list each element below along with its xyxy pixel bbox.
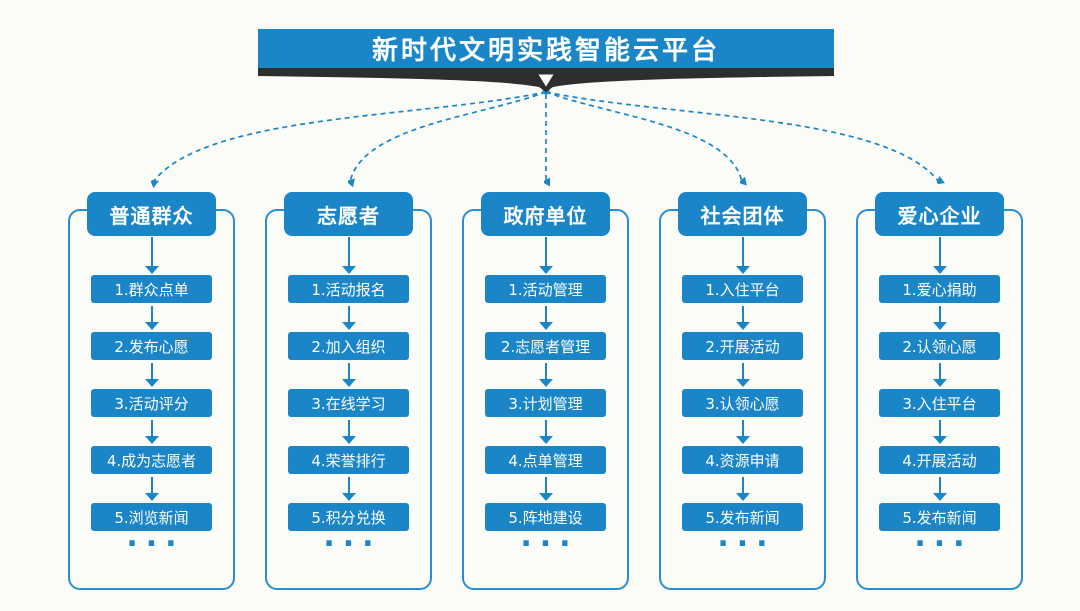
down-arrow-icon — [538, 363, 553, 387]
flow-step: 5.发布新闻 — [682, 503, 803, 531]
flow-step: 1.活动报名 — [288, 275, 409, 303]
flow-step: 4.开展活动 — [879, 446, 1000, 474]
flow-step: 4.点单管理 — [485, 446, 606, 474]
flow-step: 2.志愿者管理 — [485, 332, 606, 360]
down-arrow-icon — [538, 420, 553, 444]
dashed-connector-col4 — [545, 91, 742, 182]
column-header: 爱心企业 — [875, 192, 1004, 236]
role-column-government: 政府单位 1.活动管理 2.志愿者管理 3.计划管理 4.点单管理 5.阵地建设… — [447, 192, 644, 592]
dashed-connector-col2 — [350, 91, 547, 182]
column-header: 政府单位 — [481, 192, 610, 236]
ellipsis-more: ... — [717, 519, 776, 554]
flow-step: 2.认领心愿 — [879, 332, 1000, 360]
down-arrow-icon — [341, 477, 356, 501]
platform-title-banner: 新时代文明实践智能云平台 — [258, 29, 834, 68]
column-header: 志愿者 — [284, 192, 413, 236]
role-column-volunteer: 志愿者 1.活动报名 2.加入组织 3.在线学习 4.荣誉排行 5.积分兑换 .… — [250, 192, 447, 592]
ellipsis-more: ... — [520, 519, 579, 554]
flow-step: 5.发布新闻 — [879, 503, 1000, 531]
flow-step: 4.成为志愿者 — [91, 446, 212, 474]
role-column-ordinary-public: 普通群众 1.群众点单 2.发布心愿 3.活动评分 4.成为志愿者 5.浏览新闻… — [53, 192, 250, 592]
flow-step: 4.资源申请 — [682, 446, 803, 474]
down-arrow-icon — [144, 237, 159, 274]
down-arrow-icon — [341, 237, 356, 274]
down-arrow-icon — [144, 420, 159, 444]
flow-step: 5.阵地建设 — [485, 503, 606, 531]
down-arrow-icon — [735, 420, 750, 444]
down-arrow-icon — [735, 306, 750, 330]
down-arrow-icon — [932, 237, 947, 274]
flow-step: 1.群众点单 — [91, 275, 212, 303]
banner-shadow-ribbon — [258, 68, 834, 92]
down-arrow-icon — [932, 306, 947, 330]
flow-step: 1.活动管理 — [485, 275, 606, 303]
ellipsis-more: ... — [914, 519, 973, 554]
flow-step: 3.入住平台 — [879, 389, 1000, 417]
dashed-connector-col1 — [153, 91, 547, 182]
role-column-caring-enterprise: 爱心企业 1.爱心捐助 2.认领心愿 3.入住平台 4.开展活动 5.发布新闻 … — [841, 192, 1038, 592]
down-arrow-icon — [538, 74, 554, 87]
down-arrow-icon — [341, 363, 356, 387]
down-arrow-icon — [538, 306, 553, 330]
ellipsis-more: ... — [323, 519, 382, 554]
dashed-connector-col5 — [545, 91, 939, 182]
flow-step: 3.认领心愿 — [682, 389, 803, 417]
down-arrow-icon — [932, 477, 947, 501]
role-column-social-group: 社会团体 1.入住平台 2.开展活动 3.认领心愿 4.资源申请 5.发布新闻 … — [644, 192, 841, 592]
down-arrow-icon — [538, 237, 553, 274]
flow-step: 5.浏览新闻 — [91, 503, 212, 531]
column-header: 社会团体 — [678, 192, 807, 236]
down-arrow-icon — [735, 477, 750, 501]
down-arrow-icon — [932, 363, 947, 387]
down-arrow-icon — [341, 420, 356, 444]
connector-overlay — [0, 87, 1080, 194]
down-arrow-icon — [932, 420, 947, 444]
flow-step: 3.计划管理 — [485, 389, 606, 417]
flow-step: 2.发布心愿 — [91, 332, 212, 360]
flow-step: 1.爱心捐助 — [879, 275, 1000, 303]
flow-step: 2.加入组织 — [288, 332, 409, 360]
flow-step: 2.开展活动 — [682, 332, 803, 360]
flow-step: 1.入住平台 — [682, 275, 803, 303]
down-arrow-icon — [735, 363, 750, 387]
down-arrow-icon — [144, 363, 159, 387]
down-arrow-icon — [735, 237, 750, 274]
down-arrow-icon — [144, 477, 159, 501]
down-arrow-icon — [144, 306, 159, 330]
down-arrow-icon — [341, 306, 356, 330]
flow-step: 4.荣誉排行 — [288, 446, 409, 474]
flow-step: 5.积分兑换 — [288, 503, 409, 531]
column-header: 普通群众 — [87, 192, 216, 236]
flow-step: 3.活动评分 — [91, 389, 212, 417]
flow-step: 3.在线学习 — [288, 389, 409, 417]
down-arrow-icon — [538, 477, 553, 501]
ellipsis-more: ... — [126, 519, 185, 554]
